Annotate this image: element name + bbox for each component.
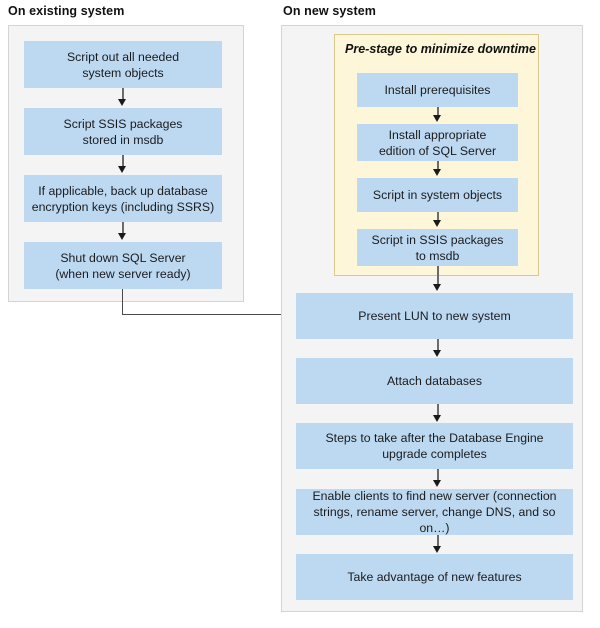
node-shut-down-sql-server[interactable]: Shut down SQL Server (when new server re… — [24, 242, 222, 289]
node-install-prerequisites[interactable]: Install prerequisites — [357, 73, 518, 107]
node-present-lun[interactable]: Present LUN to new system — [296, 293, 573, 339]
connector-crossover-vertical — [122, 289, 124, 315]
connector-left-2-to-3-arrowhead — [118, 166, 126, 173]
right-panel-title: On new system — [283, 4, 376, 18]
node-script-in-ssis-packages[interactable]: Script in SSIS packages to msdb — [357, 229, 518, 266]
connector-enable-clients-to-features-arrowhead — [433, 546, 441, 553]
node-script-out-system-objects[interactable]: Script out all needed system objects — [24, 41, 222, 88]
node-attach-databases[interactable]: Attach databases — [296, 358, 573, 404]
node-script-in-system-objects[interactable]: Script in system objects — [357, 178, 518, 212]
connector-left-3-to-4-line — [122, 222, 124, 235]
connector-pre-3-to-4-line — [437, 212, 439, 222]
node-backup-encryption-keys[interactable]: If applicable, back up database encrypti… — [24, 175, 222, 222]
node-enable-clients[interactable]: Enable clients to find new server (conne… — [296, 489, 573, 535]
connector-post-upgrade-to-enable-clients-arrowhead — [433, 480, 441, 487]
connector-present-lun-to-attach-arrowhead — [433, 350, 441, 357]
connector-left-3-to-4-arrowhead — [118, 233, 126, 240]
prestage-subpanel-title: Pre-stage to minimize downtime — [345, 42, 537, 56]
node-install-sql-server-edition[interactable]: Install appropriate edition of SQL Serve… — [357, 124, 518, 161]
connector-pre-to-present-lun-line — [437, 266, 439, 287]
connector-left-2-to-3-line — [122, 155, 124, 168]
connector-present-lun-to-attach-line — [437, 339, 439, 352]
connector-pre-2-to-3-line — [437, 161, 439, 171]
connector-attach-to-post-upgrade-arrowhead — [433, 415, 441, 422]
connector-left-1-to-2-line — [122, 88, 124, 101]
connector-left-1-to-2-arrowhead — [118, 99, 126, 106]
connector-crossover-horizontal — [122, 314, 287, 316]
connector-pre-to-present-lun-arrowhead — [433, 284, 441, 291]
node-take-advantage-features[interactable]: Take advantage of new features — [296, 554, 573, 600]
connector-pre-3-to-4-arrowhead — [433, 220, 441, 227]
connector-pre-2-to-3-arrowhead — [433, 169, 441, 176]
connector-pre-1-to-2-line — [437, 107, 439, 117]
connector-pre-1-to-2-arrowhead — [433, 115, 441, 122]
connector-attach-to-post-upgrade-line — [437, 404, 439, 417]
connector-enable-clients-to-features-line — [437, 535, 439, 548]
left-panel-title: On existing system — [8, 4, 125, 18]
connector-post-upgrade-to-enable-clients-line — [437, 469, 439, 482]
node-post-upgrade-steps[interactable]: Steps to take after the Database Engine … — [296, 423, 573, 469]
node-script-ssis-packages[interactable]: Script SSIS packages stored in msdb — [24, 108, 222, 155]
